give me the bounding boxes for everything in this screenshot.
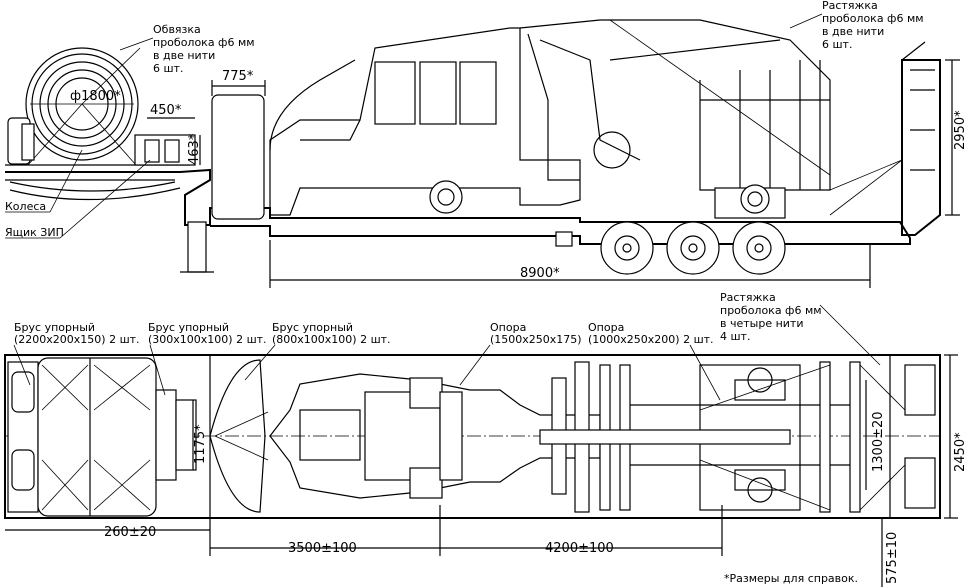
tie-wire-label-2: проболока ф6 мм [153,36,255,49]
dim-450: 450* [150,103,182,118]
wheels-label: Колеса [5,200,46,213]
dim-8900: 8900* [520,266,560,281]
ramp-top [859,364,936,511]
stretch-label-1: Растяжка [822,0,878,12]
trailer-deck-top [4,354,941,519]
dim-1175: 1175* [193,424,208,464]
beam2-label-1: Брус упорный [148,321,229,334]
box-label: Ящик ЗИП [5,226,64,239]
support1-label-1: Опора [490,321,526,334]
beam2-label-2: (300х100х100) 2 шт. [148,333,267,346]
side-view: Обвязка проболока ф6 мм в две нити 6 шт.… [5,0,968,288]
cable-drum [25,47,141,166]
beam1-label-1: Брус упорный [14,321,95,334]
stretch4-label-2: проболока ф6 мм [720,304,822,317]
loading-ramp [901,59,941,236]
landing-gear [187,221,207,273]
dim-775: 775* [222,69,254,84]
dim-3500: 3500±100 [288,541,357,556]
beam3-label-2: (800х100х100) 2 шт. [272,333,391,346]
dim-260: 260±20 [104,525,156,540]
dim-463: 463* [187,133,202,165]
trailer-wheels [600,221,786,275]
dim-1300: 1300±20 [871,411,886,472]
stretch4-label-4: 4 шт. [720,330,750,343]
stretch4-label-1: Растяжка [720,291,776,304]
front-support-top [209,359,266,513]
dim-575: 575±10 [885,532,900,584]
top-dimensions [5,354,958,587]
rear-axles-top [539,361,861,513]
stretch-label-4: 6 шт. [822,38,852,51]
loaded-machine [269,19,831,216]
trailer-frame [5,168,911,245]
footnote: *Размеры для справок. [724,572,858,585]
tie-wire-label-3: в две нити [153,49,215,62]
dim-4200: 4200±100 [545,541,614,556]
dim-2450: 2450* [953,432,968,472]
beam3-label-1: Брус упорный [272,321,353,334]
beam1-label-2: (2200х200х150) 2 шт. [14,333,140,346]
side-annotations: Обвязка проболока ф6 мм в две нити 6 шт.… [5,0,968,281]
stretch4-label-3: в четыре нити [720,317,803,330]
support2-label-2: (1000х250х200) 2 шт. [588,333,714,346]
top-view: Брус упорный (2200х200х150) 2 шт. Брус у… [4,291,968,587]
top-annotations: Брус упорный (2200х200х150) 2 шт. Брус у… [13,291,968,585]
support1-label-2: (1500х250х175) [490,333,582,346]
side-dimensions [147,59,960,288]
vertical-support [211,94,265,220]
tie-wire-label-4: 6 шт. [153,62,183,75]
stretch-label-2: проболока ф6 мм [822,12,924,25]
tie-wire-label-1: Обвязка [153,23,201,36]
machine-top [269,361,601,513]
dim-2950: 2950* [953,110,968,150]
left-beams [7,357,197,517]
stretch-label-3: в две нити [822,25,884,38]
dim-diameter: ф1800* [70,89,121,104]
support2-label-1: Опора [588,321,624,334]
